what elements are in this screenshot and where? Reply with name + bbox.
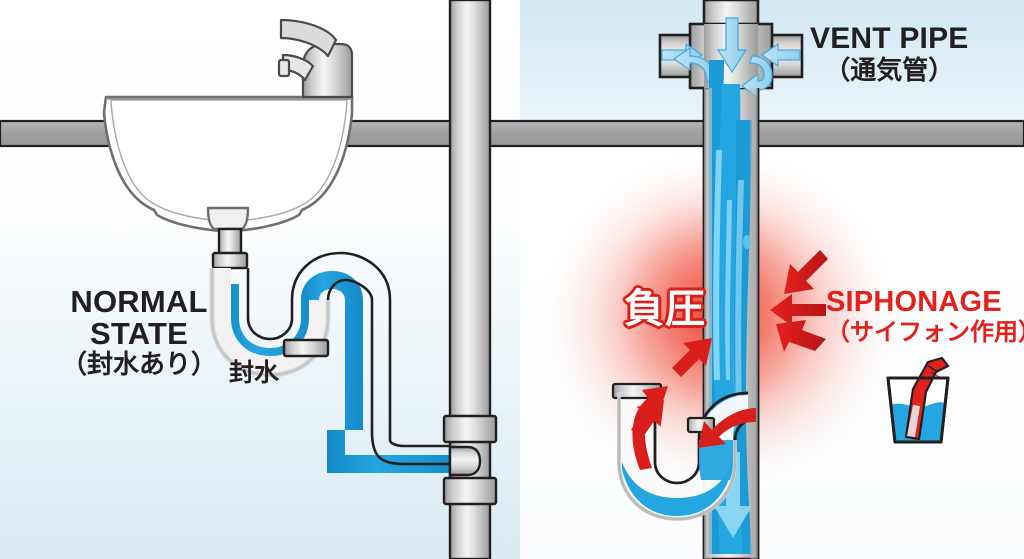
siphonage-jp: （サイフォン作用） (826, 318, 1024, 346)
vent-pipe-jp: （通気管） (824, 54, 955, 85)
normal-state-label: NORMAL STATE （封水あり） (44, 286, 234, 379)
negative-pressure-label: 負圧 (624, 287, 706, 331)
normal-state-jp: （封水あり） (60, 349, 217, 380)
glass-with-straw-icon (886, 356, 950, 444)
trap-suction-arrows (630, 338, 756, 470)
normal-state-en-line2: STATE (89, 315, 188, 351)
right-trap-assembly (611, 382, 753, 522)
drain-stack-left (442, 0, 498, 559)
siphonage-label: SIPHONAGE （サイフォン作用） (826, 286, 1024, 346)
wash-basin (102, 95, 354, 233)
siphonage-en: SIPHONAGE (826, 286, 1002, 318)
vent-pipe-en: VENT PIPE (810, 22, 969, 55)
seal-water-label: 封水 (229, 359, 280, 387)
normal-state-en-line1: NORMAL (70, 284, 208, 319)
vent-air-arrows (661, 17, 801, 100)
left-trap-assembly (209, 227, 470, 473)
faucet (277, 18, 354, 99)
left-drain-run (370, 431, 470, 466)
vent-pipe-label: VENT PIPE （通気管） (810, 22, 969, 85)
siphonage-arrows (770, 250, 828, 352)
